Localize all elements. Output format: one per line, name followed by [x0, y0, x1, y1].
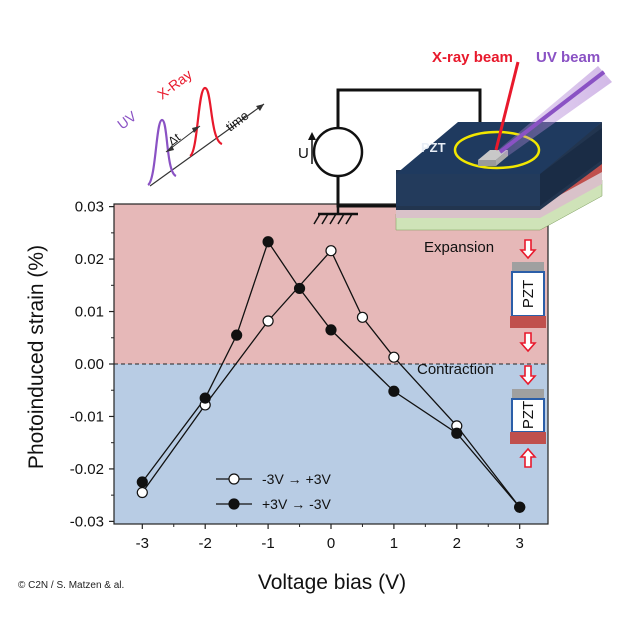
series-2-point — [293, 282, 306, 295]
credit: © C2N / S. Matzen & al. — [18, 580, 124, 591]
series-1-point — [356, 311, 369, 323]
device-top-face — [396, 122, 602, 174]
contraction-region — [114, 364, 548, 524]
y-tick-label: 0.03 — [75, 199, 104, 216]
y-axis-label: Photoinduced strain (%) — [25, 245, 48, 469]
pulse-xray-label: X-Ray — [154, 66, 195, 102]
y-tick-label: -0.03 — [70, 513, 104, 530]
x-tick-label: -2 — [199, 535, 212, 552]
circuit: U — [298, 88, 482, 225]
series-2-point — [451, 427, 463, 439]
voltage-source — [312, 126, 364, 178]
x-tick-label: -3 — [136, 535, 149, 552]
beam-spot-ring — [453, 130, 541, 170]
uv-pulse — [147, 118, 177, 186]
contraction-schematic: Contraction PZT — [417, 361, 546, 468]
expansion-schematic: Expansion PZT — [424, 239, 546, 353]
y-axis: 0.03 0.02 0.01 0.00 -0.01 -0.02 -0.03 — [70, 199, 114, 530]
legend-marker-open — [228, 473, 240, 485]
pzt-device: PZT — [395, 122, 603, 231]
uv-beam-label: UV beam — [536, 49, 600, 66]
series-2-point — [199, 392, 211, 404]
strain-regions — [114, 204, 548, 524]
contraction-label: Contraction — [417, 361, 494, 378]
y-tick-label: 0.02 — [75, 251, 104, 268]
pzt-cell-top — [511, 271, 545, 317]
pzt-cell-bottom — [511, 398, 545, 433]
circuit-wire-bottom — [336, 176, 400, 208]
series-2-point — [262, 236, 274, 248]
series-2-point — [514, 501, 526, 513]
pzt-cell-bottom-label: PZT — [520, 401, 537, 429]
x-tick-label: 3 — [516, 535, 524, 552]
xray-beam — [494, 61, 520, 151]
pzt-cell-top-label: PZT — [520, 280, 537, 308]
contract-up-arrow — [519, 447, 537, 468]
bottom-electrode-2 — [510, 432, 546, 444]
xray-pulse — [189, 86, 223, 157]
voltage-arrow-icon — [308, 132, 316, 164]
x-tick-label: 0 — [327, 535, 335, 552]
legend-label-series-2: +3V → -3V — [262, 496, 332, 512]
legend-marker-filled — [228, 498, 240, 510]
y-tick-label: -0.02 — [70, 461, 104, 478]
series-1-line — [141, 249, 521, 508]
series-points — [136, 236, 526, 513]
contract-down-arrow — [519, 365, 537, 386]
top-electrode — [512, 262, 544, 272]
beams: X-ray beam UV beam — [432, 49, 612, 156]
x-tick-label: -1 — [261, 535, 274, 552]
top-electrode-2 — [512, 389, 544, 399]
x-axis: -3 -2 -1 0 1 2 3 — [136, 524, 524, 552]
device-label: PZT — [421, 140, 446, 155]
legend-label-series-1: -3V → +3V — [262, 471, 332, 487]
circuit-wire-top — [336, 88, 482, 140]
expansion-label: Expansion — [424, 239, 494, 256]
ground-icon — [313, 206, 358, 225]
series-1-point — [325, 245, 337, 257]
voltage-symbol: U — [298, 145, 309, 162]
series-2-point — [136, 476, 148, 488]
pulse-uv-label: UV — [114, 108, 140, 133]
series-2-point — [325, 324, 337, 336]
bottom-electrode — [510, 316, 546, 328]
y-tick-label: -0.01 — [70, 408, 104, 425]
series-2-point — [388, 385, 400, 397]
y-tick-label: 0.00 — [75, 356, 104, 373]
x-tick-label: 1 — [390, 535, 398, 552]
series-1-point — [136, 486, 148, 499]
series-1-point — [388, 351, 400, 363]
pulse-sketch: UV X-Ray Δt time — [114, 66, 265, 187]
uv-beam — [498, 70, 606, 154]
series-2-point — [231, 329, 243, 341]
x-axis-label: Voltage bias (V) — [258, 571, 406, 594]
expand-down-arrow — [519, 332, 537, 353]
xray-beam-label: X-ray beam — [432, 49, 513, 66]
y-tick-label: 0.01 — [75, 304, 104, 321]
expansion-region — [114, 204, 548, 364]
series-1-point — [262, 315, 274, 327]
expand-up-arrow — [519, 239, 537, 260]
x-tick-label: 2 — [453, 535, 461, 552]
legend: -3V → +3V +3V → -3V — [216, 471, 332, 512]
